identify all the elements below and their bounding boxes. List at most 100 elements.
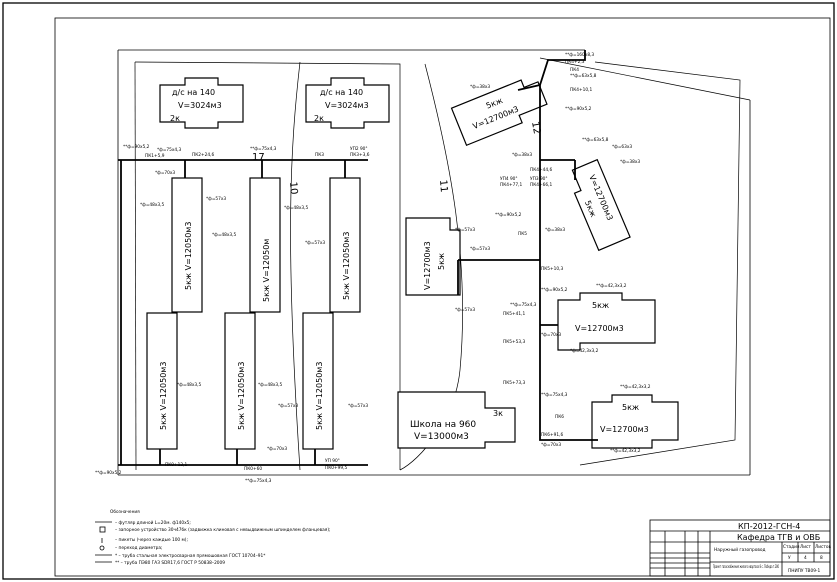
pipe-label: *ф=57x3 <box>455 227 475 233</box>
pipe-label: **ф=75x4,3 <box>510 302 537 308</box>
pipe-label: ПК6 <box>555 414 564 420</box>
pipe-label: **ф=90x5,2 <box>123 144 150 150</box>
pipe-label: **ф=42,3x3,2 <box>596 283 627 289</box>
pipe-label: ПК0+60 <box>244 466 262 472</box>
pipe-label: ПК3 <box>315 152 324 158</box>
building-volume: V=3024м3 <box>178 101 222 110</box>
pipe-label: *ф=38x3 <box>512 152 532 158</box>
sheet-name: Наружный газопровод <box>714 546 765 553</box>
pipe-label: УП 90° <box>325 458 340 464</box>
pipe-label: *ф=38x3 <box>470 84 490 90</box>
building-block-2: 5кж V=12050м <box>249 177 281 313</box>
pipe-label: *ф=57x3 <box>278 403 298 409</box>
pipe-label: *ф=42,3x3,2 <box>570 348 599 354</box>
building-floors: 5кж <box>437 253 446 270</box>
stage-value: У <box>788 555 791 561</box>
title-block-grid <box>650 531 710 576</box>
sheets-header: Листов <box>815 544 832 550</box>
department: Кафедра ТГВ и ОВБ <box>737 533 820 542</box>
pipe-label: ПК4 <box>570 67 579 73</box>
pipe-label: УП3 90° <box>530 176 548 182</box>
gas-pipeline-west <box>118 159 368 466</box>
pipe-label: *ф=70x3 <box>155 170 175 176</box>
stage-header: Стадия <box>783 544 800 550</box>
site-boundary <box>117 49 751 476</box>
pipe-label: ПК4+2,3 <box>565 59 585 65</box>
pipe-label: **ф=75x4,3 <box>250 146 277 152</box>
pipe-label: ПК0+12,1 <box>165 462 187 468</box>
pipe-label: ПК4+10,1 <box>570 87 592 93</box>
pipe-label: ПК4+77,1 <box>500 182 522 188</box>
organization: ПНИПУ ТВ09-1 <box>788 568 820 574</box>
building-block-6: 5кж V=12050м3 <box>302 312 334 450</box>
pipe-label: *ф=57x3 <box>470 246 490 252</box>
plot-number: 12 <box>529 121 542 135</box>
pipe-label: **ф=90x5,2 <box>95 470 122 476</box>
building-label: 5кж V=12050м3 <box>184 222 193 290</box>
building-volume: V=12700м3 <box>600 425 649 434</box>
plot-number: 10 <box>287 181 299 195</box>
building-label: д/с на 140 <box>172 88 215 97</box>
pipe-label: **ф=42,3x3,2 <box>620 384 651 390</box>
building-kindergarten-1: д/с на 140 V=3024м3 2к <box>159 77 244 129</box>
building-label: Школа на 960 <box>410 420 476 430</box>
pipe-label: **ф=75x4,3 <box>541 392 568 398</box>
pipe-label: *ф=57x3 <box>305 240 325 246</box>
drawing-code: КП-2012-ГСН-4 <box>738 522 800 531</box>
plot-number: 17 <box>252 152 265 163</box>
gas-pipeline-east <box>457 50 598 441</box>
pipe-label: *ф=57x3 <box>455 307 475 313</box>
building-floors: 3к <box>493 409 503 418</box>
pipe-label: *ф=38x3 <box>545 227 565 233</box>
pipe-label: *ф=70x3 <box>267 446 287 452</box>
pipe-label: ПК2+24,6 <box>192 152 214 158</box>
building-label: 5кж V=12050м3 <box>237 362 246 430</box>
pipe-label: ПК5+73,3 <box>503 380 525 386</box>
pipe-label: ПК4+66,1 <box>530 182 552 188</box>
title-block: КП-2012-ГСН-4 Кафедра ТГВ и ОВБ Наружный… <box>649 519 832 577</box>
building-block-3: 5кж V=12050м3 <box>329 177 361 313</box>
building-volume: V=12700м3 <box>423 241 432 290</box>
pipe-label: **ф=90x5,2 <box>541 287 568 293</box>
pipe-label: *ф=48x3,5 <box>177 382 202 388</box>
pipe-label: ПК1+5,9 <box>145 153 165 159</box>
building-block-r3: V=12700м3 5кж <box>405 217 461 296</box>
pipe-label: *ф=63x3 <box>612 144 632 150</box>
building-block-r1: 5кж V=12700м3 <box>450 79 548 147</box>
building-block-r5: 5кж V=12700м3 <box>591 394 679 449</box>
pipe-label: ПК0+99,5 <box>325 465 347 471</box>
pipe-label: УП4 90° <box>500 176 518 182</box>
pipe-label: *ф=75x4,3 <box>157 147 182 153</box>
legend-valve-symbol <box>99 526 106 533</box>
building-floors: 5кж <box>622 403 639 412</box>
building-label: 5кж V=12050м3 <box>315 362 324 430</box>
legend: Обозначения – футляр длиной L=20м. ф140x… <box>95 509 330 566</box>
pipe-label: **ф=160x8,3 <box>565 52 594 58</box>
building-block-r2: V=12700м3 5кж <box>571 158 631 252</box>
building-kindergarten-2: д/с на 140 V=3024м3 2к <box>305 77 390 129</box>
sheet-header: Лист <box>800 544 811 550</box>
pipe-label: ПК5+53,3 <box>503 339 525 345</box>
pipe-labels: **ф=90x5,2 ПК1+5,9 *ф=75x4,3 ПК2+24,6 **… <box>95 52 651 484</box>
legend-item: * – труба стальная электросварная прямош… <box>115 553 266 559</box>
legend-item: – футляр длиной L=20м. ф140x5; <box>115 519 191 526</box>
building-label: 5кж V=12050м3 <box>159 362 168 430</box>
building-label: д/с на 140 <box>320 88 363 97</box>
pipe-label: **ф=63x5,8 <box>582 137 609 143</box>
building-volume: V=3024м3 <box>325 101 369 110</box>
legend-title: Обозначения <box>110 509 140 515</box>
building-volume: V=12700м3 <box>575 324 624 333</box>
legend-transition-symbol <box>99 545 105 551</box>
building-block-r4: 5кж V=12700м3 <box>557 292 656 351</box>
building-floors: 5кж <box>592 301 609 310</box>
sheets-value: 8 <box>820 555 823 561</box>
drawing-frame <box>54 17 831 577</box>
building-volume: V=13000м3 <box>414 432 469 442</box>
legend-item: – пикеты (через каждые 100 м); <box>115 537 188 543</box>
building-floors: 2к <box>170 114 180 123</box>
pipe-label: ПК3+3,6 <box>350 152 370 158</box>
plot-number: 11 <box>437 179 449 193</box>
pipe-label: *ф=70x3 <box>541 332 561 338</box>
